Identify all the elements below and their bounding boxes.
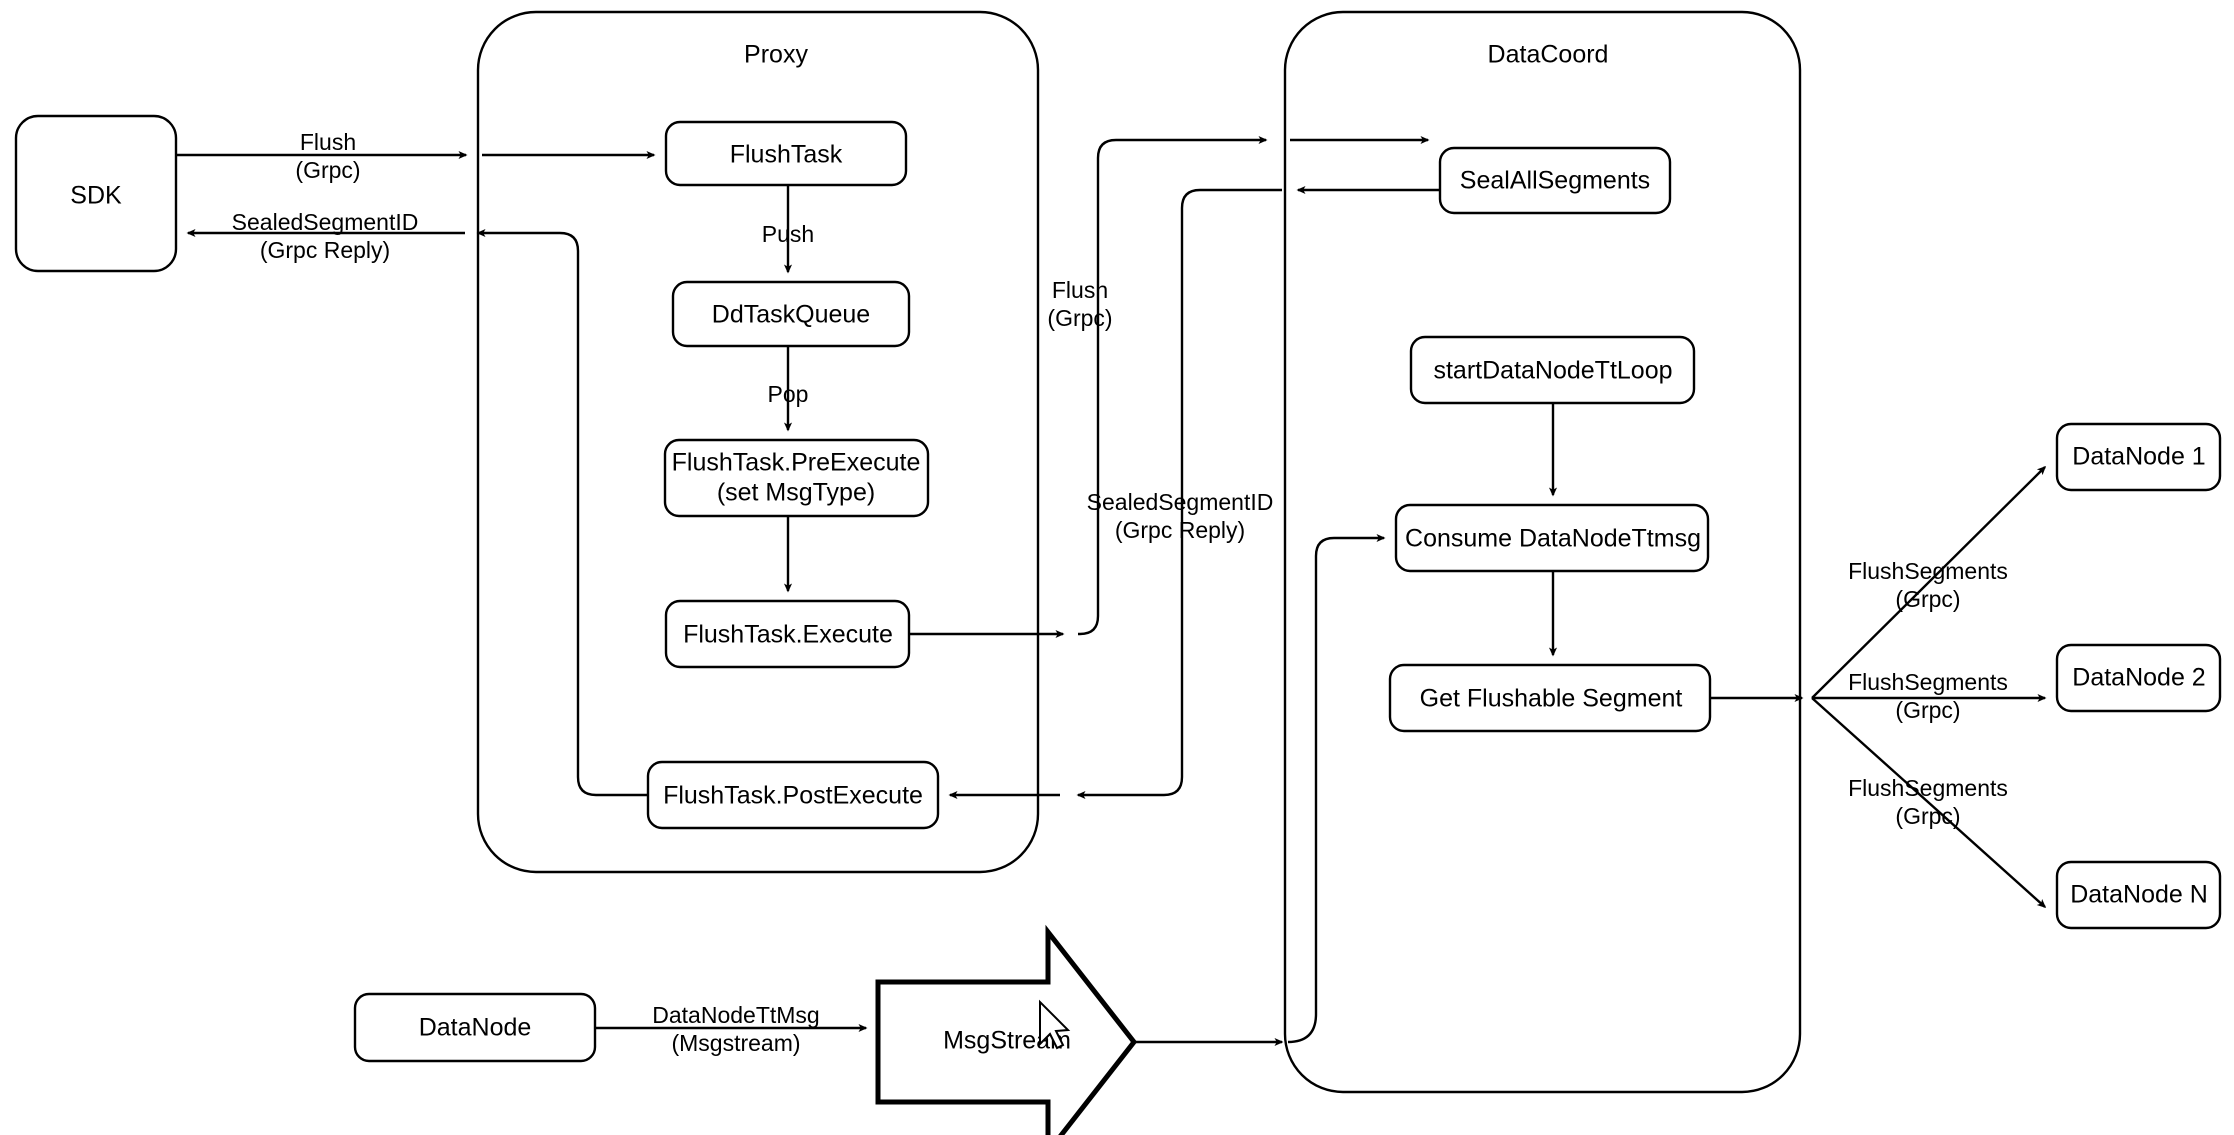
node-consume-datanodettmsg-label: Consume DataNodeTtmsg [1405, 525, 1701, 553]
node-sealallsegments-label: SealAllSegments [1460, 167, 1650, 195]
edge-label-flushsegments-n-line1: FlushSegments [1848, 775, 2008, 801]
edge-label-sealedsegmentid-dc-line2: (Grpc Reply) [1115, 517, 1245, 543]
node-datanode-n-label: DataNode N [2070, 881, 2208, 909]
proxy-group-label: Proxy [744, 41, 808, 69]
edge-label-flush-grpc-dc-line1: Flush [1052, 277, 1108, 303]
datacoord-group-container [1283, 10, 1802, 1094]
edge-label-flush-grpc-dc-line2: (Grpc) [1047, 305, 1112, 331]
edge-label-flush-grpc-line2: (Grpc) [295, 157, 360, 183]
edge-label-datanodettmsg-line2: (Msgstream) [671, 1030, 800, 1056]
edge-hub-to-datanode-n [1811, 697, 2047, 909]
node-flushtask-preexecute-label-line2: (set MsgType) [717, 479, 875, 507]
node-flushtask-execute-label: FlushTask.Execute [683, 621, 893, 649]
node-datanode-1[interactable] [2055, 422, 2222, 492]
edge-hub-to-datanode-1 [1811, 465, 2047, 699]
node-ddtaskqueue-label: DdTaskQueue [712, 301, 870, 329]
edge-label-flushsegments-1-line1: FlushSegments [1848, 558, 2008, 584]
edge-label-sealedsegmentid-sdk-line2: (Grpc Reply) [260, 237, 390, 263]
mouse-cursor [1039, 999, 1071, 1050]
edge-datacoord-border-to-consume [1287, 533, 1386, 1044]
node-sdk[interactable] [14, 114, 178, 273]
node-flushtask-preexecute-label-line1: FlushTask.PreExecute [672, 449, 921, 477]
node-datanode-2-label: DataNode 2 [2072, 664, 2205, 692]
node-sealallsegments[interactable] [1438, 146, 1672, 215]
node-flushtask-postexecute-label: FlushTask.PostExecute [663, 782, 923, 810]
node-flushtask[interactable] [664, 120, 908, 187]
node-datanode-1-label: DataNode 1 [2072, 443, 2205, 471]
edge-label-push: Push [762, 221, 814, 247]
node-startdatanodettloop-label: startDataNodeTtLoop [1433, 357, 1672, 385]
edge-label-flushsegments-n-line2: (Grpc) [1895, 803, 1960, 829]
proxy-group-container [476, 10, 1040, 874]
node-get-flushable-segment-label: Get Flushable Segment [1420, 685, 1683, 713]
edge-label-flushsegments-2-line1: FlushSegments [1848, 669, 2008, 695]
node-msgstream[interactable] [875, 924, 1138, 1135]
edge-label-datanodettmsg-line1: DataNodeTtMsg [652, 1002, 819, 1028]
node-sdk-label: SDK [70, 182, 122, 210]
datacoord-group-label: DataCoord [1488, 41, 1609, 69]
node-datanode-n[interactable] [2055, 860, 2222, 930]
edge-postexecute-to-sdk-reply [476, 228, 648, 797]
edge-label-flush-grpc-line1: Flush [300, 129, 356, 155]
edge-datacoord-to-proxy-reply [1076, 188, 1282, 800]
edge-label-sealedsegmentid-sdk-line1: SealedSegmentID [232, 209, 419, 235]
edge-proxy-to-datacoord-flush [1078, 135, 1268, 636]
node-datanode-2[interactable] [2055, 643, 2222, 713]
edge-label-flushsegments-2-line2: (Grpc) [1895, 697, 1960, 723]
edge-label-pop: Pop [768, 381, 809, 407]
node-datanode-bottom-label: DataNode [419, 1014, 532, 1042]
node-flushtask-preexecute[interactable] [663, 438, 930, 518]
edge-label-sealedsegmentid-dc-line1: SealedSegmentID [1087, 489, 1274, 515]
node-ddtaskqueue[interactable] [671, 280, 911, 348]
edge-label-flushsegments-1-line2: (Grpc) [1895, 586, 1960, 612]
node-flushtask-label: FlushTask [730, 141, 843, 169]
